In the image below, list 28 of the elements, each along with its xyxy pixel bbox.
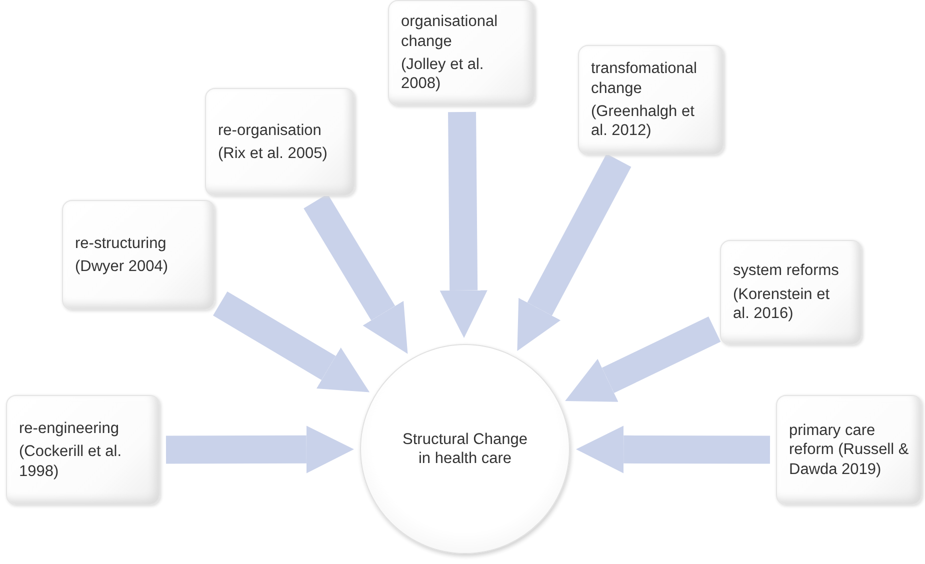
block-arrow	[565, 316, 721, 402]
citation: (Greenhalgh et al. 2012)	[591, 102, 696, 141]
citation: (Rix et al. 2005)	[218, 144, 328, 164]
citation: (Cockerill et al. 1998)	[19, 442, 122, 482]
citation: (Korenstein et al. 2016)	[733, 284, 830, 324]
concept-box	[388, 0, 535, 106]
concept-box	[62, 200, 215, 310]
citation: (Dwyer 2004)	[75, 257, 168, 276]
citation: (Jolley et al. 2008)	[401, 55, 485, 94]
block-arrow	[166, 426, 354, 474]
concept-box	[578, 45, 724, 155]
concept-label: Structural Change in health care	[402, 430, 528, 468]
concept-label: primary care reform (Russell & Dawda 2019)	[789, 420, 909, 480]
concept-label: re-engineering	[19, 418, 119, 438]
block-arrow	[440, 112, 488, 338]
concept-box	[776, 395, 922, 505]
concept-box	[205, 88, 355, 196]
concept-box	[720, 240, 862, 345]
concept-label: system reforms	[733, 261, 839, 281]
concept-box	[6, 395, 160, 505]
block-arrow	[517, 154, 632, 352]
block-arrow	[304, 194, 408, 354]
concept-label: organisational change	[401, 12, 499, 51]
concept-label: transfomational change	[591, 59, 698, 98]
concept-label: re-structuring	[75, 234, 166, 253]
block-arrow	[213, 292, 370, 392]
block-arrow	[576, 426, 770, 474]
concept-label: re-organisation	[218, 120, 322, 140]
